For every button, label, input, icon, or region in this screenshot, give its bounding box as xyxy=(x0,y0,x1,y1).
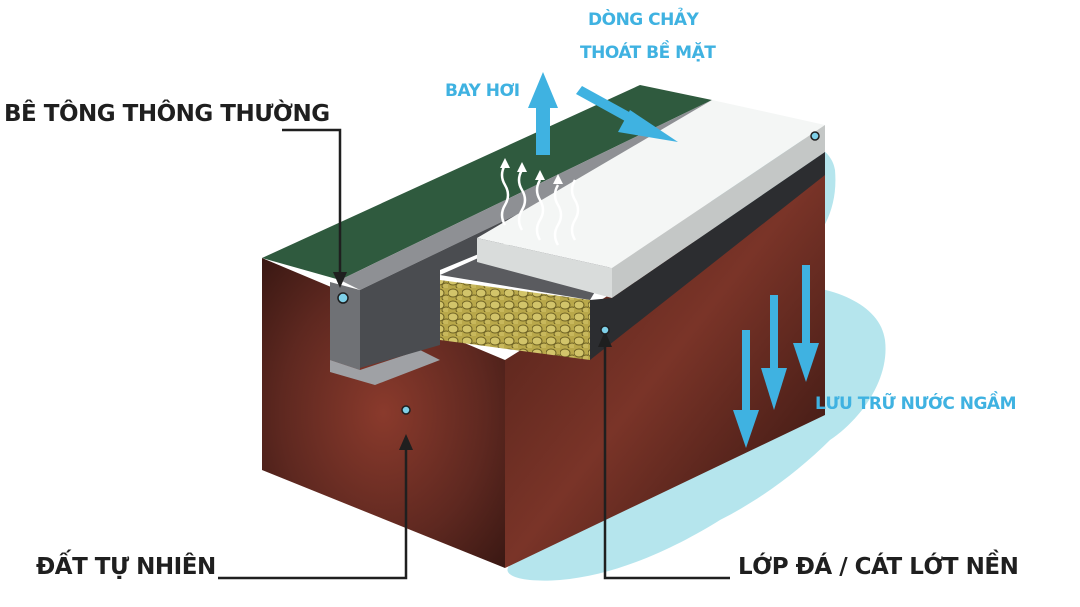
infiltration-arrow-icon xyxy=(733,265,819,448)
pavement-slab-side xyxy=(612,125,825,298)
pointer-dot-icon xyxy=(337,131,820,415)
base-layer-band xyxy=(590,152,825,360)
label-evaporation: BAY HƠI xyxy=(445,81,520,101)
evaporation-waves xyxy=(500,164,580,246)
gravel-base-front xyxy=(440,280,590,360)
label-concrete: BÊ TÔNG THÔNG THƯỜNG xyxy=(4,101,330,127)
label-natural-soil: ĐẤT TỰ NHIÊN xyxy=(36,554,216,580)
pavement-slab-front xyxy=(477,238,612,298)
leader-arrowheads xyxy=(333,272,612,450)
runoff-arrow-icon xyxy=(576,86,678,142)
leader-line-soil xyxy=(218,445,408,580)
concrete-curb-face xyxy=(330,282,360,370)
soil-right-face xyxy=(505,160,825,568)
concrete-curb-foot xyxy=(330,350,440,385)
grass-strip xyxy=(262,85,712,280)
label-runoff-line2: THOÁT BỀ MẶT xyxy=(580,43,716,63)
leader-line-gravel xyxy=(603,342,730,580)
evaporation-small-arrows-icon xyxy=(500,158,563,184)
pavement-slab-top xyxy=(477,100,825,268)
leader-lines xyxy=(218,128,730,580)
leader-line-concrete xyxy=(282,128,342,280)
label-runoff-line1: DÒNG CHẢY xyxy=(588,10,699,30)
label-gravel-sand-base: LỚP ĐÁ / CÁT LỚT NỀN xyxy=(738,554,1019,580)
evaporation-arrow-icon xyxy=(528,72,558,155)
label-groundwater-storage: LƯU TRỮ NƯỚC NGẦM xyxy=(815,394,1017,414)
